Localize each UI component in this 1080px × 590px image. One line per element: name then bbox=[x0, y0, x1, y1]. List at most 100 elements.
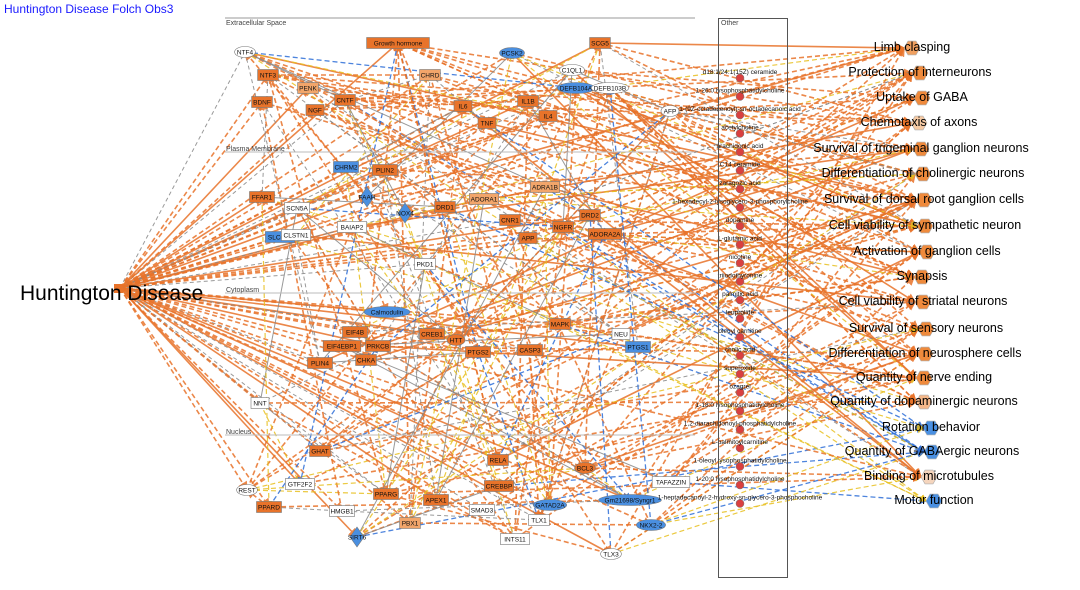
node-baiap2[interactable]: BAIAP2 bbox=[337, 221, 367, 233]
node-ngfr[interactable]: NGFR bbox=[552, 221, 574, 233]
node-bdnf[interactable]: BDNF bbox=[251, 96, 273, 108]
node-ngf[interactable]: NGF bbox=[305, 104, 325, 116]
node-defb104a[interactable]: DEFB104A bbox=[556, 82, 596, 94]
node-ntf4[interactable]: NTF4 bbox=[234, 46, 256, 58]
node-plin2[interactable]: PLIN2 bbox=[372, 164, 398, 176]
node-app[interactable]: APP bbox=[518, 232, 538, 244]
function-node-7[interactable] bbox=[916, 218, 934, 234]
node-casp3[interactable]: CASP3 bbox=[517, 344, 543, 356]
metabolite-13[interactable]: leuprolide bbox=[726, 310, 755, 323]
metabolite-6[interactable]: zaragozic acid bbox=[719, 180, 761, 194]
node-pparg[interactable]: PPARG bbox=[373, 488, 399, 500]
node-crebbp[interactable]: CREBBP bbox=[484, 480, 514, 492]
node-apex1[interactable]: APEX1 bbox=[423, 494, 449, 506]
function-node-1[interactable] bbox=[911, 65, 929, 81]
metabolite-10[interactable]: nicotine bbox=[729, 254, 752, 268]
function-node-12[interactable] bbox=[916, 346, 934, 362]
node-chrm2[interactable]: CHRM2 bbox=[333, 161, 359, 173]
node-growth-hormone[interactable]: Growth hormone bbox=[366, 37, 430, 49]
metabolite-21[interactable]: 1-oleoyl lysophosphatidylcholine bbox=[693, 458, 787, 471]
node-defb103b[interactable]: DEFB103B bbox=[590, 82, 630, 94]
node-eif4ebp1[interactable]: EIF4EBP1 bbox=[322, 340, 362, 352]
function-node-18[interactable] bbox=[925, 493, 943, 509]
node-pcsk2[interactable]: PCSK2 bbox=[499, 47, 525, 59]
node-scn5a[interactable]: SCN5A bbox=[284, 202, 310, 214]
metabolite-9[interactable]: L-glutamic acid bbox=[718, 236, 762, 249]
metabolite-17[interactable]: ozagrel bbox=[729, 384, 751, 397]
metabolite-15[interactable]: cholic acid bbox=[725, 347, 756, 360]
node-calmodulin[interactable]: Calmodulin bbox=[363, 306, 411, 318]
metabolite-16[interactable]: superoxide bbox=[724, 365, 756, 379]
node-pkd1[interactable]: PKD1 bbox=[414, 258, 436, 270]
metabolite-8[interactable]: dopamine bbox=[726, 217, 755, 231]
function-node-0[interactable] bbox=[903, 40, 921, 56]
node-il1b[interactable]: IL1B bbox=[517, 95, 539, 107]
function-node-14[interactable] bbox=[915, 394, 933, 410]
metabolite-18[interactable]: 1-18:0 lysophosphatidylcholine bbox=[696, 402, 785, 416]
node-nkx2-2[interactable]: NKX2-2 bbox=[636, 519, 666, 531]
metabolite-5[interactable]: C14 ceramide bbox=[720, 162, 761, 175]
node-il4[interactable]: IL4 bbox=[538, 110, 558, 122]
node-tlx3[interactable]: TLX3 bbox=[600, 548, 622, 560]
node-adra1b[interactable]: ADRA1B bbox=[530, 181, 560, 193]
node-neu[interactable]: NEU bbox=[611, 328, 631, 340]
node-rest[interactable]: REST bbox=[236, 484, 258, 496]
function-node-5[interactable] bbox=[914, 166, 932, 182]
node-tafazzin[interactable]: TAFAZZIN bbox=[651, 476, 691, 488]
metabolite-23[interactable]: 1-heptadecanoyl-2-hydroxy-sn-glycero-3-p… bbox=[658, 495, 823, 508]
node-nox4[interactable]: NOX4 bbox=[396, 202, 414, 224]
node-sirt6[interactable]: SIRT6 bbox=[348, 526, 367, 548]
node-nnt[interactable]: NNT bbox=[250, 397, 270, 409]
node-cntf[interactable]: CNTF bbox=[334, 94, 356, 106]
metabolite-14[interactable]: oleoyl carnitine bbox=[718, 328, 762, 342]
node-prkcb[interactable]: PRKCB bbox=[365, 340, 391, 352]
function-node-15[interactable] bbox=[922, 420, 940, 436]
node-creb1[interactable]: CREB1 bbox=[419, 328, 445, 340]
node-il6[interactable]: IL6 bbox=[453, 100, 473, 112]
node-ghat[interactable]: GHAT bbox=[309, 445, 331, 457]
function-node-17[interactable] bbox=[920, 469, 938, 485]
node-chka[interactable]: CHKA bbox=[355, 354, 377, 366]
node-tlx1[interactable]: TLX1 bbox=[528, 514, 550, 526]
node-ptgs2[interactable]: PTGS2 bbox=[465, 346, 491, 358]
node-bcl3[interactable]: BCL3 bbox=[574, 462, 596, 474]
node-htt[interactable]: HTT bbox=[446, 334, 466, 346]
node-mapk[interactable]: MAPK bbox=[549, 318, 571, 330]
node-penk[interactable]: PENK bbox=[297, 82, 319, 94]
node-rela[interactable]: RELA bbox=[487, 454, 509, 466]
node-ffar1[interactable]: FFAR1 bbox=[249, 191, 275, 203]
function-node-10[interactable] bbox=[914, 294, 932, 310]
node-eif4b[interactable]: EIF4B bbox=[342, 326, 368, 338]
node-ntf3[interactable]: NTF3 bbox=[257, 69, 279, 81]
metabolite-7[interactable]: 1-hexadecyl-2-lysoglycero-3-phosphorylch… bbox=[672, 199, 808, 212]
metabolite-2[interactable]: 1-(9Z-octadecenoyl)-sn-octadecanoic acid bbox=[679, 106, 801, 120]
node-ppard[interactable]: PPARD bbox=[256, 501, 282, 513]
node-pbx1[interactable]: PBX1 bbox=[399, 517, 421, 529]
node-chrd[interactable]: CHRD bbox=[419, 69, 441, 81]
metabolite-3[interactable]: acetylcholine bbox=[721, 125, 759, 138]
node-cnr1[interactable]: CNR1 bbox=[499, 214, 521, 226]
metabolite-11[interactable]: triiodothyronine bbox=[718, 273, 763, 286]
function-node-9[interactable] bbox=[913, 269, 931, 285]
node-drd1[interactable]: DRD1 bbox=[434, 201, 456, 213]
node-scg5[interactable]: SCG5 bbox=[589, 37, 611, 49]
node-afp[interactable]: AFP bbox=[660, 105, 680, 117]
function-node-13[interactable] bbox=[915, 370, 933, 386]
metabolite-12[interactable]: palmitic acid bbox=[722, 291, 758, 305]
metabolite-22[interactable]: 1-20:0 lysophosphatidylcholine bbox=[696, 476, 785, 490]
node-drd2[interactable]: DRD2 bbox=[579, 209, 601, 221]
function-node-2[interactable] bbox=[913, 90, 931, 106]
metabolite-20[interactable]: L-palmitoylcarnitine bbox=[712, 439, 768, 453]
node-gm21698-syngr1[interactable]: Gm21698/Syngr1 bbox=[598, 494, 662, 506]
node-gatad2a[interactable]: GATAD2A bbox=[532, 499, 567, 511]
node-ints11[interactable]: INTS11 bbox=[500, 533, 530, 545]
node-c1ql1[interactable]: C1QL1 bbox=[559, 64, 585, 76]
node-gtf2f2[interactable]: GTF2F2 bbox=[285, 478, 315, 490]
node-plin4[interactable]: PLIN4 bbox=[307, 357, 333, 369]
node-adora1[interactable]: ADORA1 bbox=[469, 193, 499, 205]
node-faah[interactable]: FAAH bbox=[359, 186, 376, 208]
function-node-6[interactable] bbox=[915, 192, 933, 208]
function-node-3[interactable] bbox=[910, 115, 928, 131]
metabolite-19[interactable]: 1,2-diarachidonoyl-phosphatidylcholine bbox=[684, 421, 797, 434]
metabolite-4[interactable]: arachidonic acid bbox=[717, 143, 764, 157]
